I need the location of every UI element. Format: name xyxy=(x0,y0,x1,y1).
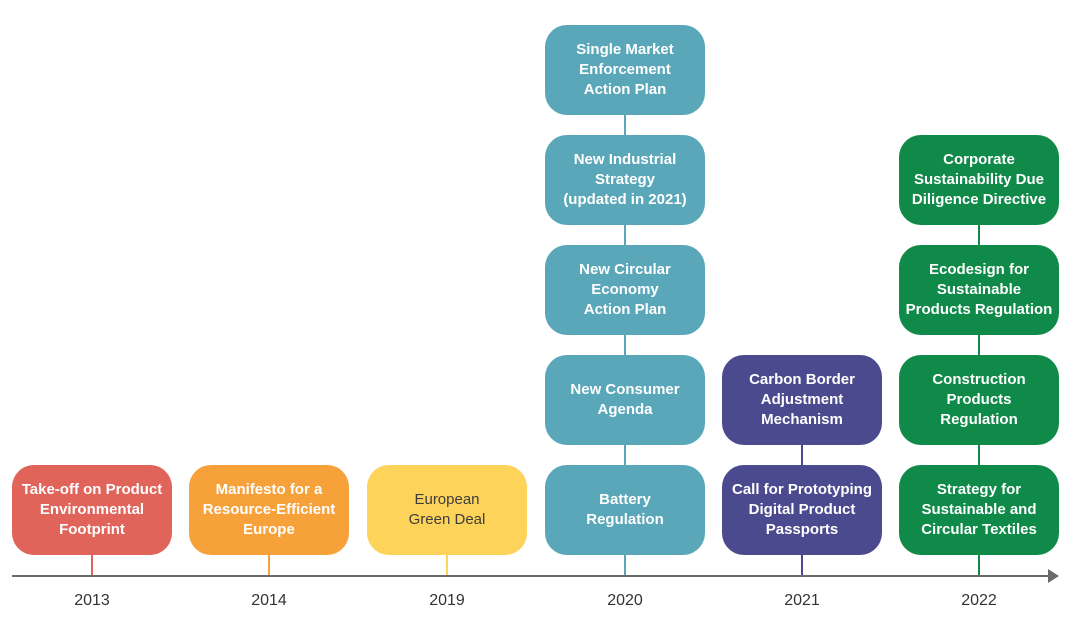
year-label-2019: 2019 xyxy=(429,592,465,609)
year-label-2013: 2013 xyxy=(74,592,110,609)
event-box-2013-0: Take-off on Product Environmental Footpr… xyxy=(12,465,172,555)
year-label-2022: 2022 xyxy=(961,592,997,609)
year-label-2021: 2021 xyxy=(784,592,820,609)
event-box-2020-0: Battery Regulation xyxy=(545,465,705,555)
event-box-2020-4: Single Market Enforcement Action Plan xyxy=(545,25,705,115)
year-label-2020: 2020 xyxy=(607,592,643,609)
event-box-2020-2: New Circular Economy Action Plan xyxy=(545,245,705,335)
year-label-2014: 2014 xyxy=(251,592,287,609)
event-box-2014-0: Manifesto for a Resource-Efficient Europ… xyxy=(189,465,349,555)
event-box-2020-1: New Consumer Agenda xyxy=(545,355,705,445)
event-box-2021-1: Carbon Border Adjustment Mechanism xyxy=(722,355,882,445)
event-box-2022-1: Construction Products Regulation xyxy=(899,355,1059,445)
axis-arrow-icon xyxy=(1048,569,1059,583)
event-box-2021-0: Call for Prototyping Digital Product Pas… xyxy=(722,465,882,555)
event-box-2022-0: Strategy for Sustainable and Circular Te… xyxy=(899,465,1059,555)
event-box-2022-2: Ecodesign for Sustainable Products Regul… xyxy=(899,245,1059,335)
event-box-2020-3: New Industrial Strategy (updated in 2021… xyxy=(545,135,705,225)
timeline-axis xyxy=(12,575,1049,577)
event-box-2022-3: Corporate Sustainability Due Diligence D… xyxy=(899,135,1059,225)
event-box-2019-0: European Green Deal xyxy=(367,465,527,555)
